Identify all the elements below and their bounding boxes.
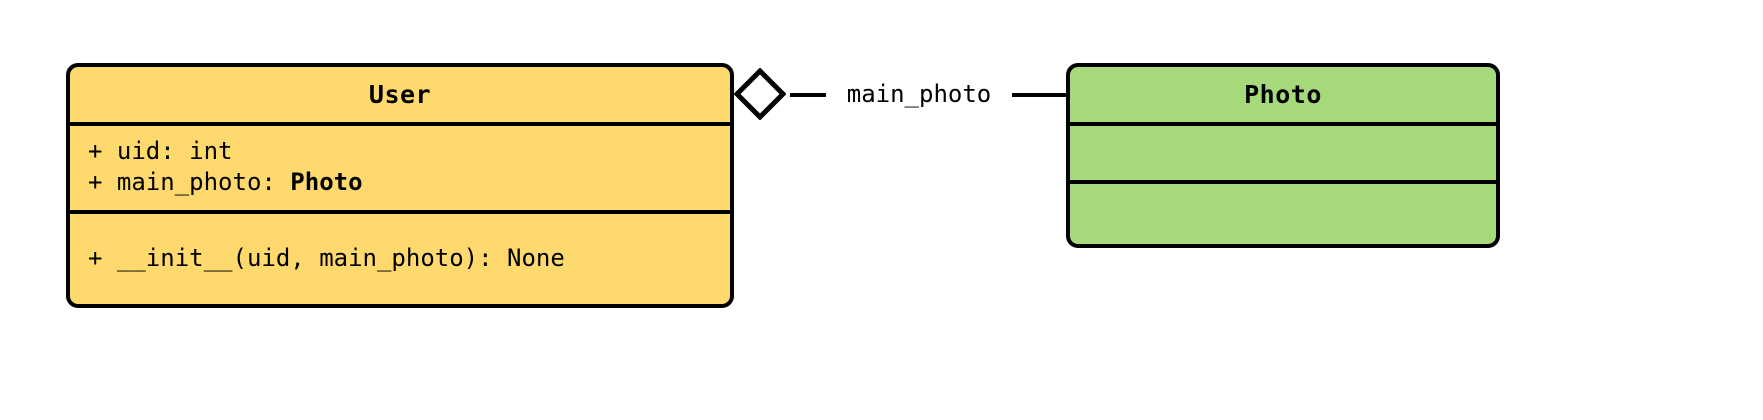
attribute-row: + main_photo: Photo [88,167,712,198]
association-line-right [1010,93,1068,97]
class-attributes-user: + uid: int + main_photo: Photo [70,122,730,210]
attribute-name-main-photo: + main_photo: [88,168,291,196]
aggregation-diamond-icon [734,68,786,120]
class-methods-photo [1070,180,1496,240]
association-line-left [790,93,828,97]
association-label-main-photo: main_photo [826,79,1012,109]
class-box-photo[interactable]: Photo [1066,63,1500,248]
method-row: + __init__(uid, main_photo): None [88,243,565,272]
class-title-photo: Photo [1244,80,1322,109]
attribute-row: + uid: int [88,137,233,165]
attribute-type-photo: Photo [290,168,363,196]
class-box-user[interactable]: User + uid: int + main_photo: Photo + __… [66,63,734,308]
class-title-user: User [368,80,432,109]
class-attributes-photo [1070,122,1496,180]
class-methods-user: + __init__(uid, main_photo): None [70,210,730,304]
